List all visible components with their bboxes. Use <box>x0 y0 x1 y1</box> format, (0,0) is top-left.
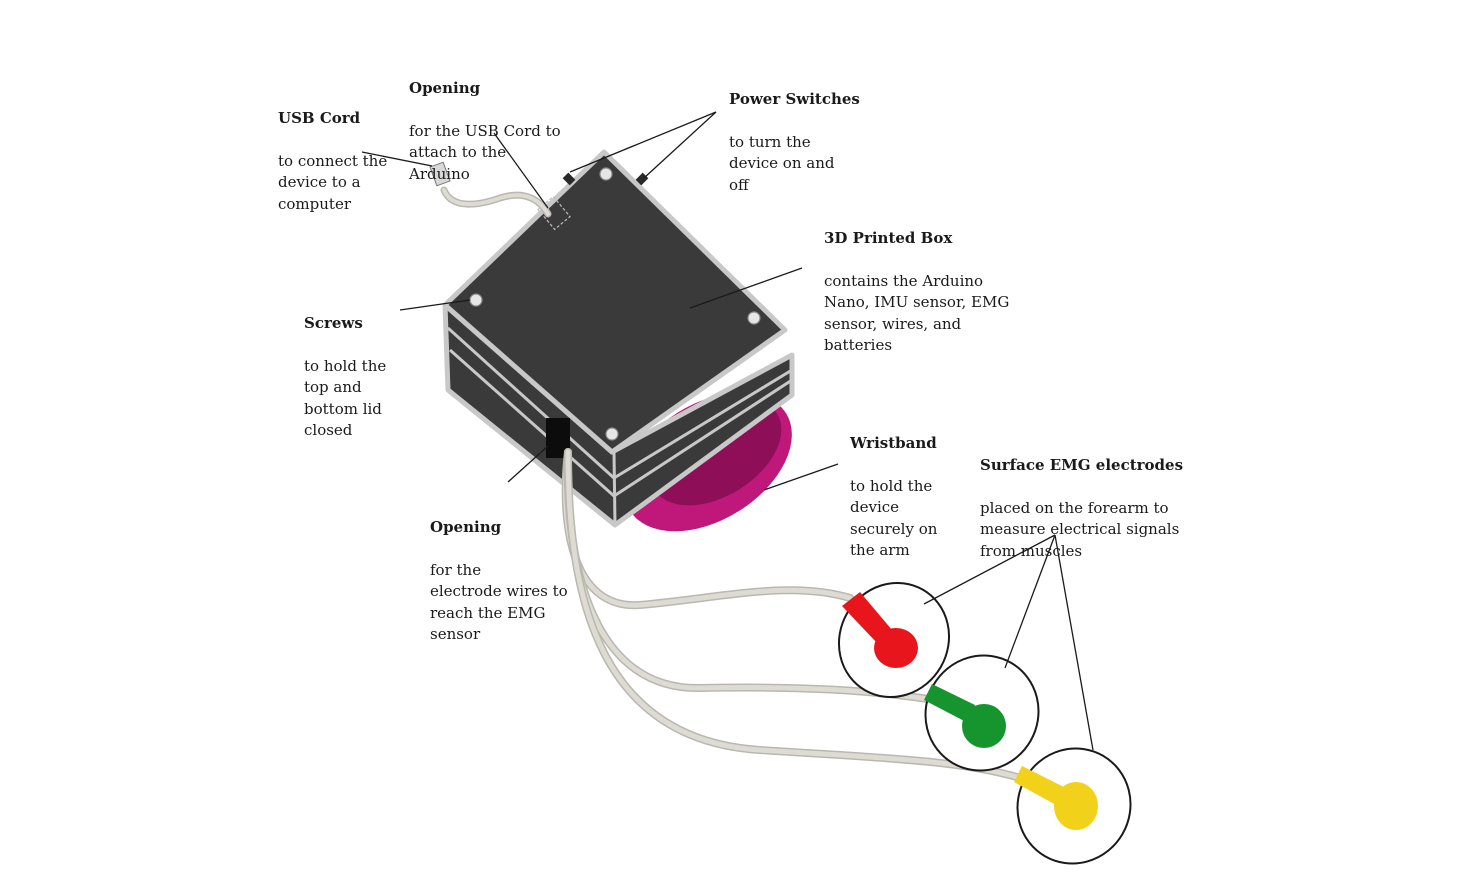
printed-box-title: 3D Printed Box <box>824 228 953 247</box>
usb-cord <box>429 161 552 218</box>
opening-wires-desc: for the electrode wires to reach the EMG… <box>430 560 568 644</box>
label-electrodes: Surface EMG electrodes placed on the for… <box>980 433 1183 584</box>
opening-wires-title: Opening <box>430 517 502 536</box>
wristband-title: Wristband <box>850 433 937 452</box>
usb-cord-desc: to connect the device to a computer <box>278 151 388 213</box>
screws-title: Screws <box>304 313 363 332</box>
label-screws: Screws to hold the top and bottom lid cl… <box>304 291 386 463</box>
printed-box-desc: contains the Arduino Nano, IMU sensor, E… <box>824 271 1010 355</box>
electrode-red <box>837 581 951 699</box>
label-usb-cord: USB Cord to connect the device to a comp… <box>278 86 387 237</box>
power-switch-left <box>562 172 576 186</box>
screw-left <box>469 293 483 307</box>
usb-cord-title: USB Cord <box>278 108 361 127</box>
leader-lines <box>361 111 1094 751</box>
electrode-cables <box>561 448 1024 782</box>
label-wristband: Wristband to hold the device securely on… <box>850 411 937 583</box>
electrode-yellow <box>1014 747 1132 865</box>
electrode-green <box>924 654 1040 772</box>
power-switches-title: Power Switches <box>729 89 860 108</box>
power-switch-right <box>635 172 649 186</box>
label-power-switches: Power Switches to turn the device on and… <box>729 67 860 218</box>
electrodes-desc: placed on the forearm to measure electri… <box>980 498 1180 560</box>
electrodes-title: Surface EMG electrodes <box>980 455 1184 474</box>
wristband-desc: to hold the device securely on the arm <box>850 476 938 560</box>
label-opening-usb: Opening for the USB Cord to attach to th… <box>409 56 561 207</box>
label-opening-wires: Opening for the electrode wires to reach… <box>430 495 568 667</box>
screw-right <box>747 311 761 325</box>
printed-box <box>442 149 795 528</box>
opening-usb-desc: for the USB Cord to attach to the Arduin… <box>409 121 561 183</box>
screw-bottom <box>605 427 619 441</box>
opening-usb-title: Opening <box>409 78 481 97</box>
label-printed-box: 3D Printed Box contains the Arduino Nano… <box>824 206 1009 378</box>
screws-desc: to hold the top and bottom lid closed <box>304 356 387 440</box>
screw-top <box>599 167 613 181</box>
power-switches-desc: to turn the device on and off <box>729 132 835 194</box>
